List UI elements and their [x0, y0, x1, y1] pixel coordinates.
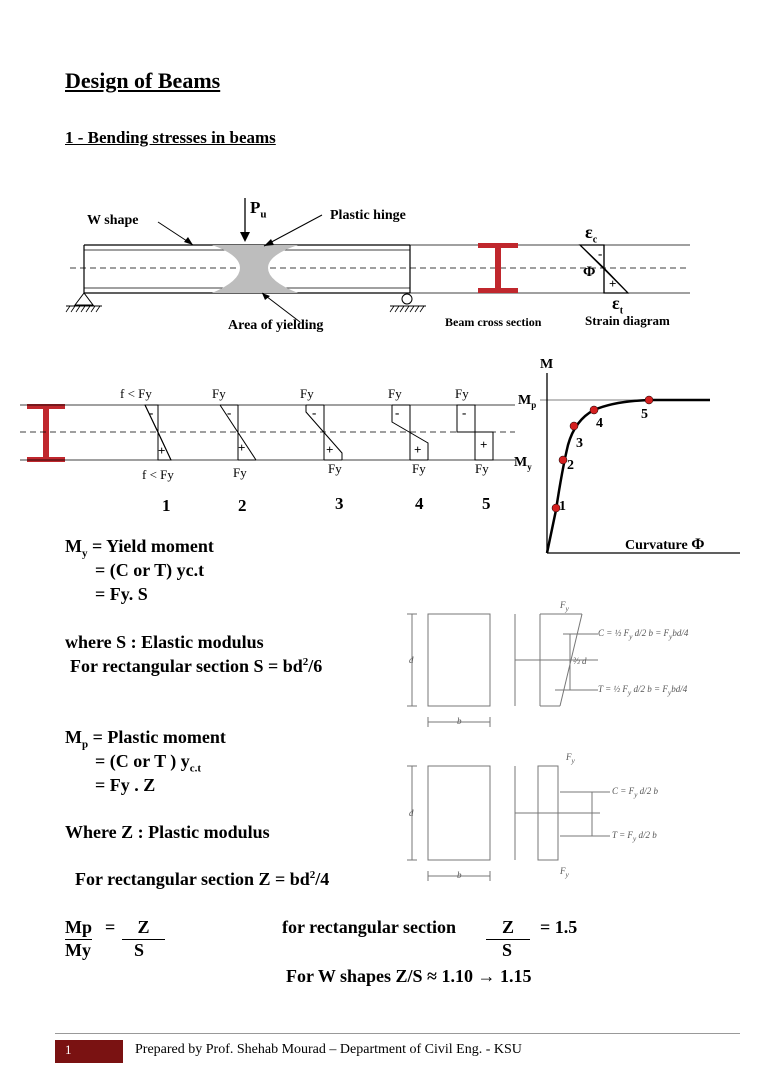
d3-minus: -: [312, 405, 317, 420]
fig2-b: b: [457, 870, 462, 880]
section-heading: 1 - Bending stresses in beams: [65, 128, 276, 147]
my-label: My: [514, 455, 532, 472]
mp-label: Mp: [518, 393, 537, 410]
stress2-top: Fy: [212, 386, 226, 401]
ratio-s: S: [134, 940, 145, 960]
d2-plus: +: [238, 440, 246, 455]
stress4-top: Fy: [388, 386, 402, 401]
strain-minus: -: [598, 246, 603, 261]
d1-minus: -: [149, 405, 154, 420]
ratio-my: My: [65, 940, 91, 960]
strain-plus: +: [609, 276, 617, 291]
rect-ratio-z: Z: [486, 917, 530, 940]
d1-plus: +: [158, 443, 166, 458]
phi-label: Φ: [583, 264, 596, 280]
w-shape-ratio: For W shapes Z/S ≈ 1.10 → 1.15: [286, 966, 532, 986]
mp-line3: = Fy . Z: [95, 775, 156, 795]
footer-page-bar: [55, 1040, 123, 1063]
my-definition: My = Yield moment: [65, 536, 214, 560]
d5-minus: -: [462, 405, 467, 420]
curvature-label: Curvature Φ: [625, 536, 705, 553]
point-1: 1: [559, 499, 566, 514]
mp-definition: Mp = Plastic moment: [65, 727, 226, 751]
fig1-two-thirds: ⅔ d: [573, 656, 587, 666]
fig2-c: C = Fy d/2 b: [612, 786, 658, 799]
my-line2: = (C or T) yc.t: [95, 560, 205, 580]
fig1-d: d: [409, 655, 414, 665]
i-section-icon: [478, 243, 518, 293]
stress5-top: Fy: [455, 386, 469, 401]
my-line3: = Fy. S: [95, 584, 148, 604]
d4-minus: -: [395, 405, 400, 420]
fig2-fy-bottom: Fy: [560, 866, 569, 879]
plastic-modulus-rect: For rectangular section Z = bd2/4: [75, 869, 330, 889]
w-shape-label: W shape: [87, 213, 139, 228]
mp-line2: = (C or T ) yc.t: [95, 751, 202, 775]
ratio-eq: =: [105, 917, 116, 937]
point-4: 4: [596, 416, 603, 431]
rect-ratio-s: S: [502, 940, 513, 960]
stress2-bottom: Fy: [233, 465, 247, 480]
footer-credit: Prepared by Prof. Shehab Mourad – Depart…: [135, 1042, 522, 1057]
d4-plus: +: [414, 442, 422, 457]
strain-diagram-label: Strain diagram: [585, 313, 670, 328]
eps-t-label: εt: [612, 293, 624, 317]
d5-plus: +: [480, 437, 488, 452]
stress4-bottom: Fy: [412, 461, 426, 476]
footer-divider: [55, 1033, 740, 1034]
area-yielding-label: Area of yielding: [228, 318, 324, 333]
d3-plus: +: [326, 442, 334, 457]
plastic-hinge-label: Plastic hinge: [330, 208, 406, 223]
case-3: 3: [335, 494, 344, 513]
fig1-fy: Fy: [560, 600, 569, 613]
fig2-t: T = Fy d/2 b: [612, 830, 657, 843]
i-section-left-icon: [27, 404, 65, 462]
strain-diagram: [578, 244, 630, 294]
case-1: 1: [162, 496, 171, 515]
ratio-z: Z: [122, 917, 165, 940]
case-4: 4: [415, 494, 424, 513]
stress1-bottom: f < Fy: [142, 467, 174, 482]
fig2-fy: Fy: [566, 752, 575, 765]
plastic-modulus-def: Where Z : Plastic modulus: [65, 822, 270, 842]
load-label: Pu: [250, 198, 267, 221]
stress3-top: Fy: [300, 386, 314, 401]
rect-ratio-text: for rectangular section: [282, 917, 456, 937]
case-5: 5: [482, 494, 491, 513]
case-2: 2: [238, 496, 247, 515]
fig2-d: d: [409, 808, 414, 818]
yield-zone: [212, 245, 298, 293]
ratio-mp: Mp: [65, 917, 92, 940]
cross-section-label: Beam cross section: [445, 315, 542, 329]
eps-c-label: εc: [585, 222, 598, 246]
fig1-b: b: [457, 716, 462, 726]
fig1-c: C = ½ Fy d/2 b = Fybd/4: [598, 628, 689, 641]
elastic-modulus-rect: For rectangular section S = bd2/6: [70, 656, 323, 676]
point-5: 5: [641, 407, 648, 422]
rect-ratio-value: = 1.5: [540, 917, 578, 937]
footer-page-number: 1: [65, 1042, 72, 1057]
m-axis-label: M: [540, 357, 554, 372]
stress3-bottom: Fy: [328, 461, 342, 476]
point-3: 3: [576, 436, 583, 451]
page-title: Design of Beams: [65, 68, 221, 93]
d2-minus: -: [227, 405, 232, 420]
stress5-bottom: Fy: [475, 461, 489, 476]
stress1-top: f < Fy: [120, 386, 152, 401]
elastic-modulus-def: where S : Elastic modulus: [65, 632, 264, 652]
point-2: 2: [567, 458, 574, 473]
fig1-t: T = ½ Fy d/2 b = Fybd/4: [598, 684, 688, 697]
